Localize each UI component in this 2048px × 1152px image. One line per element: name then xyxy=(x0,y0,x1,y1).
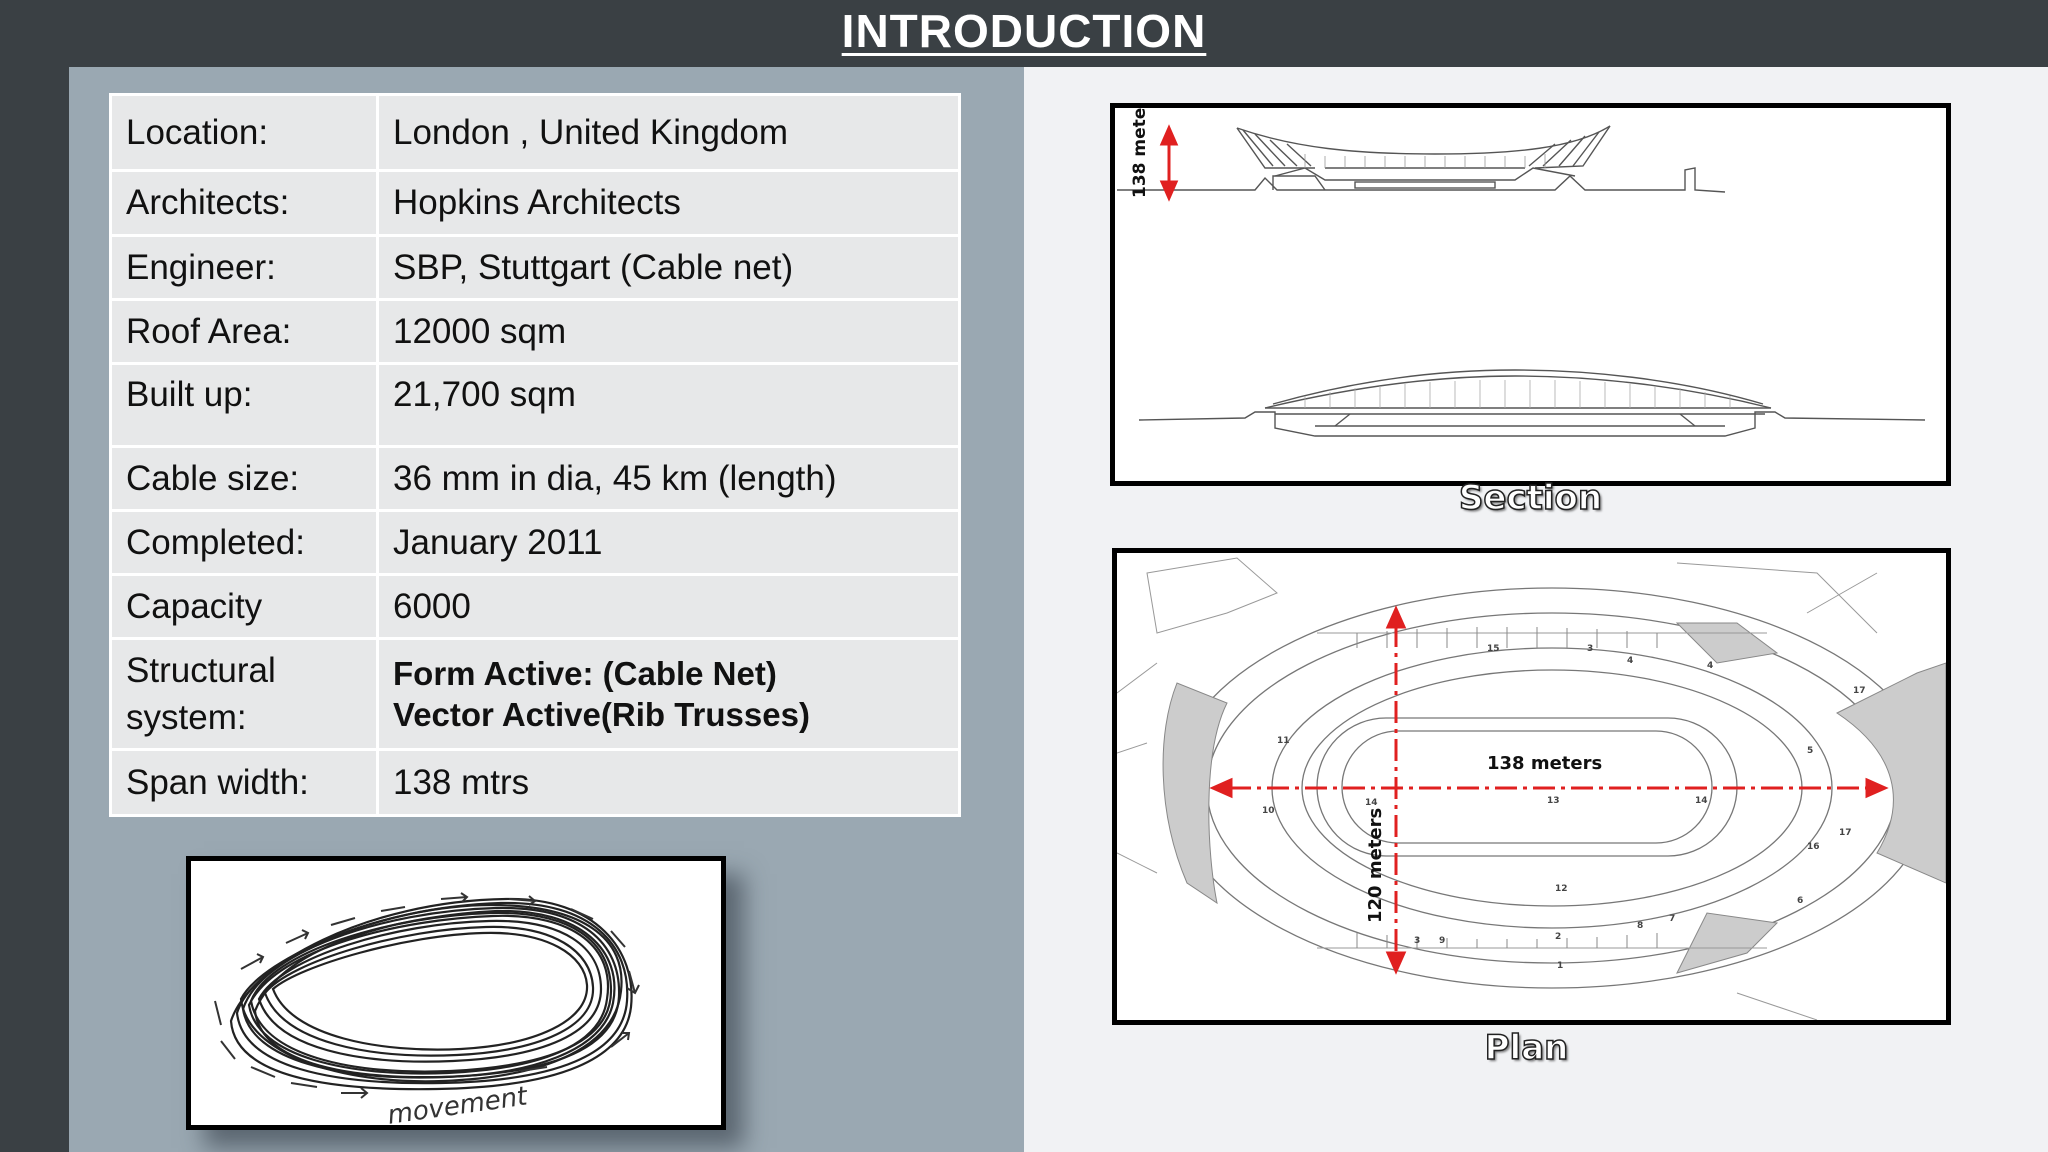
row-key: Cable size: xyxy=(109,445,379,512)
section-svg: 138 meters xyxy=(1117,108,1926,437)
row-value: SBP, Stuttgart (Cable net) xyxy=(376,234,961,301)
plan-caption: Plan xyxy=(1484,1027,1569,1069)
sketch-drawing: movement xyxy=(214,892,640,1131)
section-dimension-arrow xyxy=(1159,124,1179,202)
room-number: 13 xyxy=(1547,796,1560,806)
section-caption: Section xyxy=(1458,477,1603,519)
room-number: 8 xyxy=(1637,921,1643,931)
room-number: 4 xyxy=(1627,656,1633,666)
room-number: 3 xyxy=(1414,936,1420,946)
room-number: 17 xyxy=(1853,686,1866,696)
row-value: 21,700 sqm xyxy=(376,362,961,448)
table-row: Structural system: Form Active: (Cable N… xyxy=(109,637,961,751)
room-number: 14 xyxy=(1695,796,1708,806)
row-value: 12000 sqm xyxy=(376,298,961,365)
room-number: 2 xyxy=(1555,932,1561,942)
room-number: 10 xyxy=(1262,806,1275,816)
row-key: Completed: xyxy=(109,509,379,576)
room-number: 4 xyxy=(1707,661,1713,671)
row-value: 6000 xyxy=(376,573,961,640)
movement-sketch: movement xyxy=(186,856,726,1131)
table-row: Completed: January 2011 xyxy=(109,509,961,576)
row-key: Location: xyxy=(109,93,379,172)
info-table: Location: London , United Kingdom Archit… xyxy=(109,93,961,817)
table-row: Engineer: SBP, Stuttgart (Cable net) xyxy=(109,234,961,301)
room-number: 16 xyxy=(1807,842,1820,852)
row-value: Form Active: (Cable Net) Vector Active(R… xyxy=(376,637,961,751)
plan-drawing: 15 3 4 17 11 10 14 13 14 17 16 5 6 7 8 1… xyxy=(1112,548,1951,1025)
table-row: Span width: 138 mtrs xyxy=(109,748,961,817)
structural-line-1: Form Active: (Cable Net) xyxy=(393,655,777,692)
row-key: Built up: xyxy=(109,362,379,448)
room-number: 14 xyxy=(1365,798,1378,808)
room-number: 9 xyxy=(1439,936,1445,946)
row-key: Structural system: xyxy=(109,637,379,751)
row-value: January 2011 xyxy=(376,509,961,576)
row-value: Hopkins Architects xyxy=(376,169,961,237)
plan-height-label: 120 meters xyxy=(1365,808,1386,923)
room-number: 11 xyxy=(1277,736,1290,746)
room-number: 6 xyxy=(1797,896,1803,906)
section-dimension-label: 138 meters xyxy=(1130,108,1150,198)
room-number: 7 xyxy=(1669,914,1675,924)
row-value: 36 mm in dia, 45 km (length) xyxy=(376,445,961,512)
row-key: Capacity xyxy=(109,573,379,640)
row-key: Roof Area: xyxy=(109,298,379,365)
row-key: Span width: xyxy=(109,748,379,817)
table-row: Architects: Hopkins Architects xyxy=(109,169,961,237)
section-drawing: 138 meters xyxy=(1110,103,1951,486)
room-number: 3 xyxy=(1587,644,1593,654)
plan-width-label: 138 meters xyxy=(1487,753,1602,774)
room-number: 5 xyxy=(1807,746,1813,756)
row-key: Engineer: xyxy=(109,234,379,301)
room-number: 17 xyxy=(1839,828,1852,838)
room-number: 15 xyxy=(1487,644,1500,654)
structural-line-2: Vector Active(Rib Trusses) xyxy=(393,696,810,733)
table-row: Roof Area: 12000 sqm xyxy=(109,298,961,365)
table-row: Location: London , United Kingdom xyxy=(109,93,961,172)
plan-svg: 15 3 4 17 11 10 14 13 14 17 16 5 6 7 8 1… xyxy=(1117,557,1946,1020)
room-number: 1 xyxy=(1557,961,1563,971)
page-title: INTRODUCTION xyxy=(841,5,1207,57)
table-row: Built up: 21,700 sqm xyxy=(109,362,961,448)
row-value: 138 mtrs xyxy=(376,748,961,817)
table-row: Capacity 6000 xyxy=(109,573,961,640)
row-key: Architects: xyxy=(109,169,379,237)
table-row: Cable size: 36 mm in dia, 45 km (length) xyxy=(109,445,961,512)
room-number: 12 xyxy=(1555,884,1568,894)
plan-dimension-arrows xyxy=(1209,605,1889,975)
row-value: London , United Kingdom xyxy=(376,93,961,172)
